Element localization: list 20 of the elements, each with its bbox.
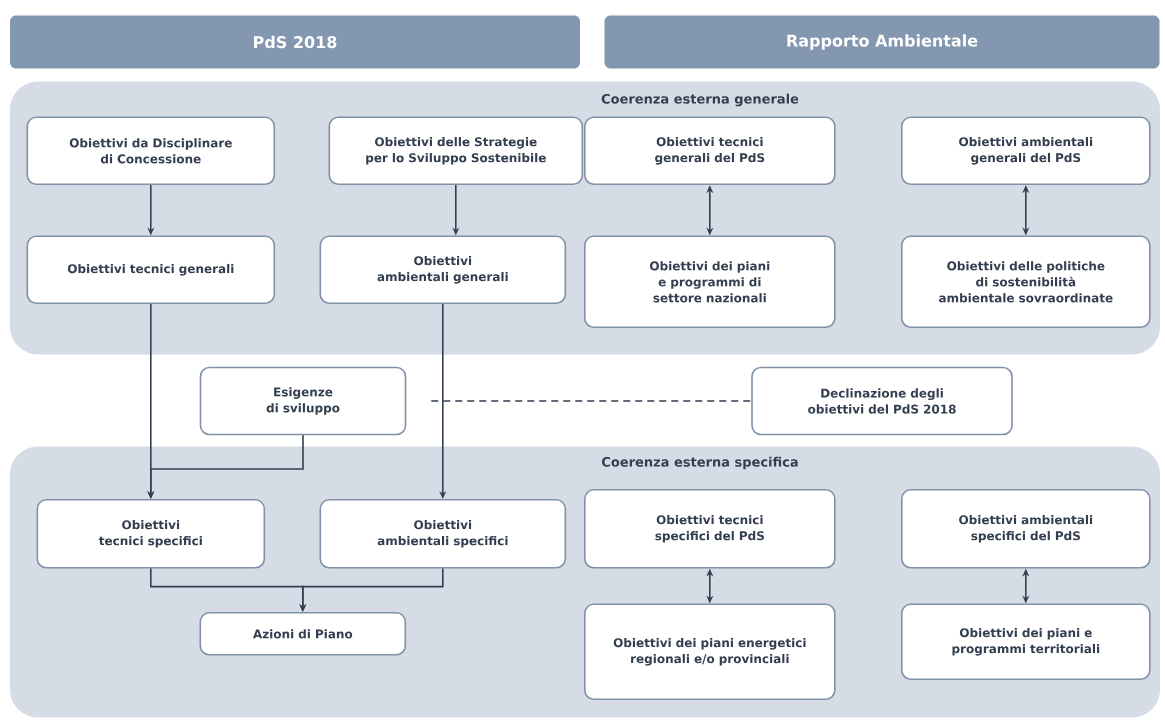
rounded-box: Obiettivi tecnici specifici: [36, 499, 266, 569]
header-band: PdS 2018: [10, 15, 580, 69]
rounded-box: Obiettivi dei piani energetici regionali e/o provinciali: [584, 603, 836, 701]
rounded-box: Obiettivi ambientali specifici: [319, 499, 567, 569]
rounded-box: Obiettivi ambientali generali del PdS: [901, 116, 1151, 186]
dashed-line: [430, 400, 752, 402]
rounded-box: Obiettivi dei piani e programmi territoriali: [901, 603, 1151, 681]
rounded-box: Obiettivi ambientali generali: [319, 235, 567, 305]
rounded-box: Obiettivi tecnici generali: [26, 235, 276, 305]
rounded-box: Obiettivi tecnici specifici del PdS: [584, 489, 836, 569]
rounded-box: Obiettivi delle politiche di sostenibilità ambientale sovraordinate: [901, 235, 1151, 329]
rounded-box: Obiettivi dei piani e programmi di settore nazionali: [584, 235, 836, 329]
rounded-box: Azioni di Piano: [199, 612, 407, 656]
rounded-box: Obiettivi tecnici generali del PdS: [584, 116, 836, 186]
rounded-box: Declinazione degli obiettivi del PdS 2018: [751, 366, 1013, 436]
rounded-box: Esigenze di sviluppo: [199, 366, 407, 436]
rounded-box: Obiettivi ambientali specifici del PdS: [901, 489, 1151, 569]
rounded-box: Obiettivi delle Strategie per lo Sviluppo Sostenibile: [328, 116, 584, 186]
rounded-box: Obiettivi da Disciplinare di Concessione: [26, 116, 276, 186]
header-band: Rapporto Ambientale: [604, 15, 1160, 69]
